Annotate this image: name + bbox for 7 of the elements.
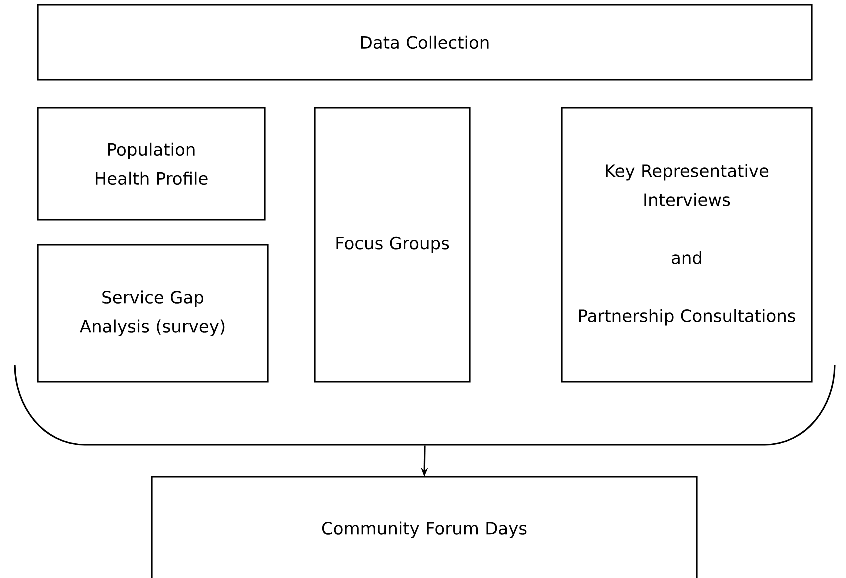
bracket [14, 364, 836, 446]
text-box: Focus Groups [314, 107, 471, 383]
text-box: Service Gap Analysis (survey) [37, 244, 269, 383]
text-box: Community Forum Days [151, 476, 698, 578]
text-box: Key Representative Interviews and Partnership Consultations [561, 107, 813, 383]
text-box: Data Collection [37, 4, 813, 81]
text-box: Population Health Profile [37, 107, 266, 221]
